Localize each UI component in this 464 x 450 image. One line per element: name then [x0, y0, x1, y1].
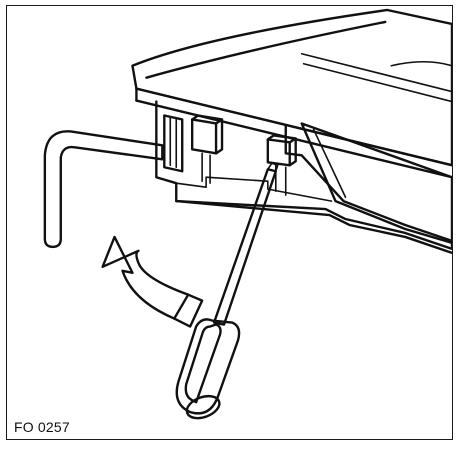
curved-arrow-icon [101, 235, 204, 328]
panel-side-wall-edge [312, 128, 347, 198]
panel-front-lip [135, 87, 452, 179]
panel-rim-inner [300, 52, 452, 93]
panel-top-face [131, 8, 452, 167]
panel-rim-inner-3 [390, 60, 452, 67]
panel-side-wall [300, 122, 452, 245]
underside-bottom-edge [175, 199, 452, 255]
clip-left [163, 114, 224, 184]
technical-illustration [43, 8, 452, 420]
panel-rim-inner-2 [302, 62, 452, 103]
screwdriver-icon [175, 162, 279, 420]
underside-step [175, 176, 333, 202]
underside-housing [155, 100, 452, 251]
allen-key-icon [43, 130, 164, 249]
panel-assembly [131, 8, 452, 255]
clip-right [266, 134, 297, 196]
figure-frame: FO 0257 [6, 5, 453, 440]
panel-rim [145, 20, 387, 79]
figure-code-label: FO 0257 [14, 419, 70, 435]
